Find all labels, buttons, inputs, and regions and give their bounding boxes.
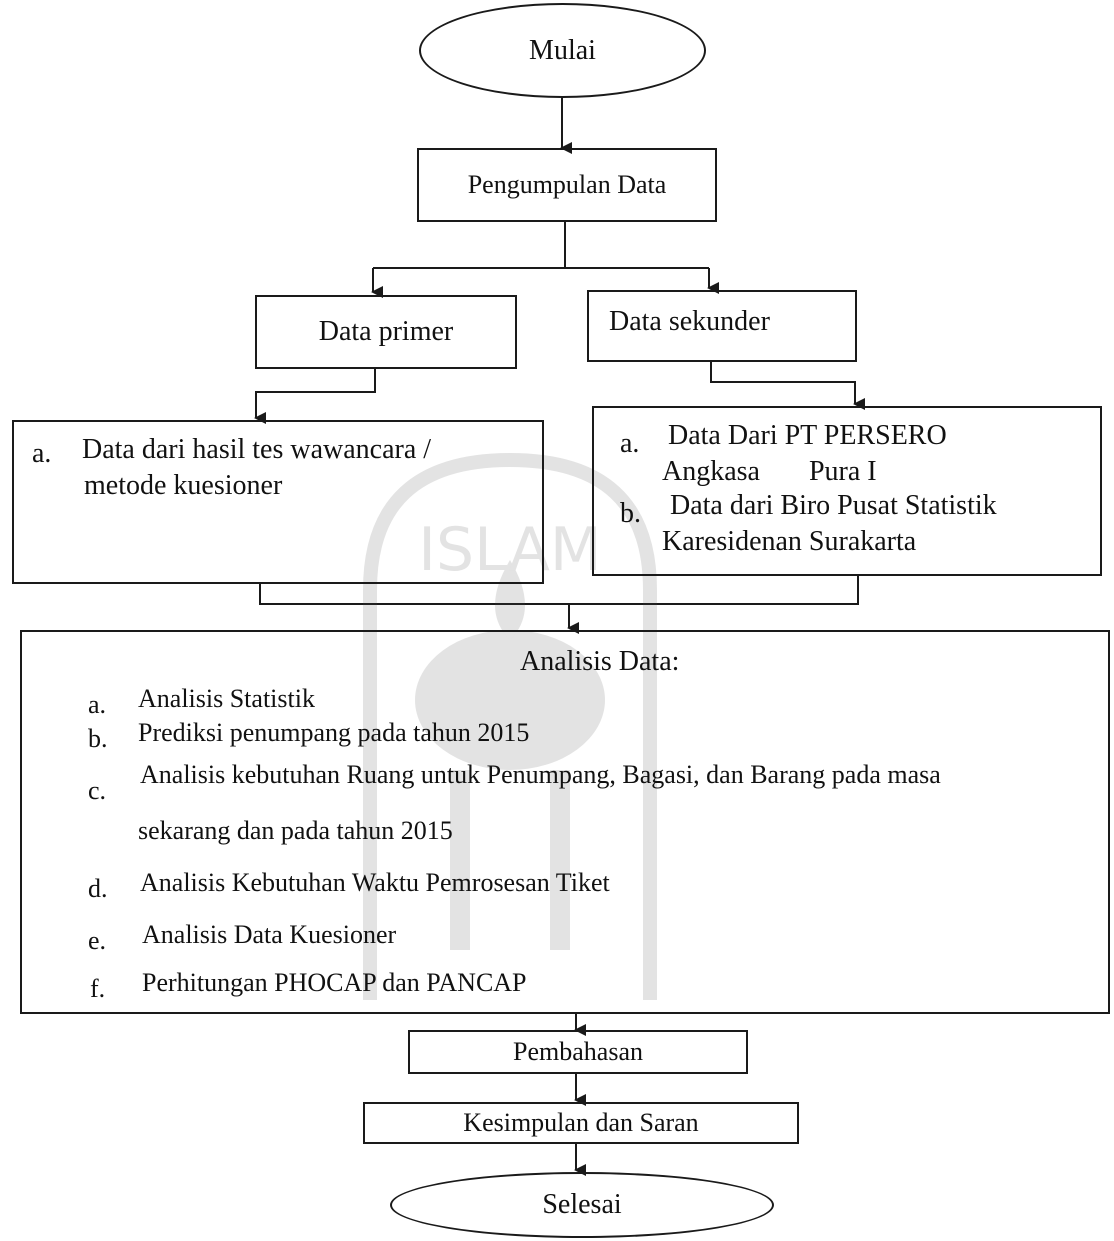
primary-data-label: Data primer [318, 316, 454, 347]
analysis-item-d-text: Analisis Kebutuhan Waktu Pemrosesan Tike… [140, 868, 610, 897]
data-collection-label: Pengumpulan Data [467, 170, 667, 199]
secondary-item-b-marker: b. [620, 498, 641, 529]
analysis-title: Analisis Data: [520, 646, 680, 677]
analysis-item-e-text: Analisis Data Kuesioner [142, 920, 397, 949]
analysis-item-b-marker: b. [88, 724, 108, 753]
arrow-secondary-to-list [710, 360, 865, 410]
analysis-item-a-text: Analisis Statistik [138, 684, 315, 713]
discussion-box: Pembahasan [408, 1030, 748, 1074]
start-node: Mulai [419, 3, 706, 98]
analysis-item-f-text: Perhitungan PHOCAP dan PANCAP [142, 968, 527, 997]
primary-item-marker: a. [32, 438, 52, 469]
secondary-data-label: Data sekunder [609, 306, 770, 337]
secondary-item-b-line2: Karesidenan Surakarta [662, 526, 917, 557]
analysis-item-c-text: Analisis kebutuhan Ruang untuk Penumpang… [140, 760, 941, 789]
analysis-item-b-text: Prediksi penumpang pada tahun 2015 [138, 718, 530, 747]
line-merge [259, 574, 859, 605]
secondary-item-a-marker: a. [620, 428, 640, 459]
university-seal-watermark: ISLAM [363, 452, 657, 1000]
secondary-item-a-line1: Data Dari PT PERSERO [668, 420, 947, 451]
secondary-data-box: Data sekunder [587, 290, 857, 362]
analysis-item-d-marker: d. [88, 874, 108, 903]
end-node: Selesai [390, 1172, 774, 1238]
data-collection-box: Pengumpulan Data [417, 148, 717, 222]
analysis-item-e-marker: e. [88, 926, 107, 955]
analysis-item-c-text2: sekarang dan pada tahun 2015 [138, 816, 453, 845]
start-label: Mulai [529, 34, 596, 66]
discussion-label: Pembahasan [513, 1037, 643, 1066]
secondary-item-a-line2: Angkasa Pura I [662, 456, 877, 487]
analysis-item-a-marker: a. [88, 690, 107, 719]
analysis-box: Analisis Data: a. Analisis Statistik b. … [20, 630, 1110, 1014]
end-label: Selesai [542, 1189, 622, 1220]
secondary-item-b-line1: Data dari Biro Pusat Statistik [670, 490, 997, 521]
analysis-item-f-marker: f. [90, 974, 106, 1003]
conclusion-label: Kesimpulan dan Saran [463, 1108, 699, 1137]
primary-sources-box: a. Data dari hasil tes wawancara / metod… [12, 420, 544, 584]
secondary-sources-box: a. Data Dari PT PERSERO Angkasa Pura I b… [592, 406, 1102, 576]
conclusion-box: Kesimpulan dan Saran [363, 1102, 799, 1144]
analysis-item-c-marker: c. [88, 776, 107, 805]
primary-item-line1: Data dari hasil tes wawancara / [82, 434, 432, 465]
primary-data-box: Data primer [255, 295, 517, 369]
arrow-primary-to-list [254, 368, 376, 424]
watermark-islam-text: ISLAM [418, 515, 601, 585]
primary-item-line2: metode kuesioner [84, 470, 283, 501]
